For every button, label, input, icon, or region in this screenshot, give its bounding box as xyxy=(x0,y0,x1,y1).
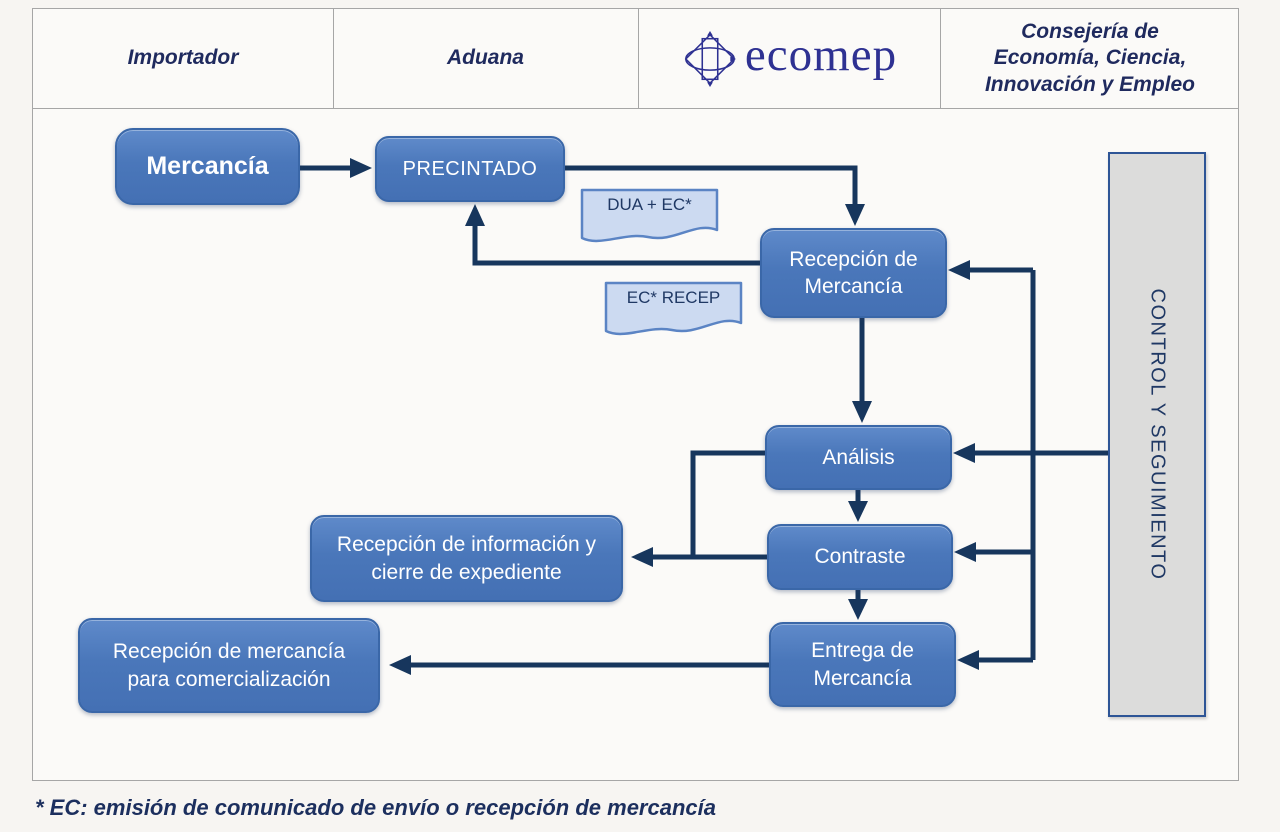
ecomep-logo-text: ecomep xyxy=(744,29,898,81)
node-contraste: Contraste xyxy=(767,524,953,590)
header-divider-horizontal xyxy=(33,108,1238,109)
node-recepcion-informacion: Recepción de información y cierre de exp… xyxy=(310,515,623,602)
node-precintado: PRECINTADO xyxy=(375,136,565,202)
lane-header-importador: Importador xyxy=(127,46,239,70)
node-recepcion-mercancia: Recepción de Mercancía xyxy=(760,228,947,318)
lane-header-ecomep: ecomep xyxy=(638,9,940,108)
lane-header-consejeria: Consejería de Economía, Ciencia, Innovac… xyxy=(940,9,1240,108)
document-shape-icon xyxy=(604,281,743,336)
header-divider-1 xyxy=(333,9,334,108)
panel-control-seguimiento: CONTROL Y SEGUIMIENTO xyxy=(1108,152,1206,717)
header-divider-3 xyxy=(940,9,941,108)
node-analisis: Análisis xyxy=(765,425,952,490)
lane-header-aduana: Aduana xyxy=(446,46,524,70)
lane-header-consejeria-label: Consejería de Economía, Ciencia, Innovac… xyxy=(984,20,1196,96)
node-recepcion-comercializacion: Recepción de mercancía para comercializa… xyxy=(78,618,380,713)
node-mercancia: Mercancía xyxy=(115,128,300,205)
header-divider-2 xyxy=(638,9,639,108)
node-entrega-mercancia: Entrega de Mercancía xyxy=(769,622,956,707)
doc-dua-ec: DUA + EC* xyxy=(580,188,719,246)
document-shape-icon xyxy=(580,188,719,243)
doc-dua-ec-label: DUA + EC* xyxy=(607,195,692,214)
panel-control-seguimiento-label: CONTROL Y SEGUIMIENTO xyxy=(1146,288,1169,581)
ecomep-logo-icon xyxy=(684,30,737,87)
doc-ec-recep-label: EC* RECEP xyxy=(626,288,721,307)
doc-ec-recep: EC* RECEP xyxy=(604,281,743,339)
footnote: * EC: emisión de comunicado de envío o r… xyxy=(35,795,716,820)
